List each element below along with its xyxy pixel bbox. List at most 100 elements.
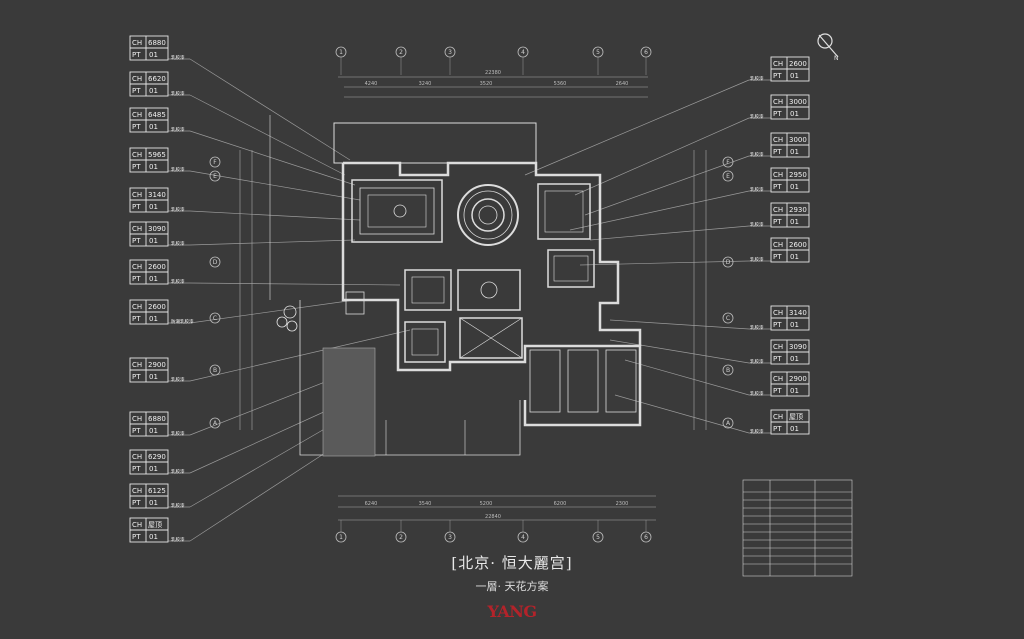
finish-note: 乳胶漆 [750,256,764,263]
ceiling-height: 3140 [148,191,166,199]
paint-code: 01 [790,183,799,191]
paint-code: 01 [790,148,799,156]
axis-label: 1 [339,49,343,56]
paint-code: 01 [149,163,158,171]
ceiling-height: 6125 [148,487,166,495]
paint-label: PT [132,465,141,473]
finish-note: 乳胶漆 [171,90,185,97]
axis-label: A [213,420,218,427]
ceiling-label: CH [132,361,142,369]
ceiling-height: 2600 [789,60,807,68]
ceiling-label: CH [132,39,142,47]
ceiling-height: 屋顶 [789,413,803,421]
paint-code: 01 [790,253,799,261]
dimension-value: 2640 [616,81,629,87]
ceiling-height: 6880 [148,39,166,47]
paint-label: PT [132,51,141,59]
ceiling-label: CH [773,206,783,214]
paint-code: 01 [149,373,158,381]
dimension-value: 2300 [616,501,629,507]
axis-label: F [213,159,217,166]
finish-note: 乳胶漆 [171,468,185,475]
paint-label: PT [773,72,782,80]
paint-code: 01 [790,355,799,363]
ceiling-height: 6485 [148,111,166,119]
ceiling-height: 3000 [789,98,807,106]
ceiling-tag: CH PT 2950 01 乳胶漆 [750,167,810,193]
paint-label: PT [132,533,141,541]
paint-code: 01 [790,387,799,395]
paint-code: 01 [149,123,158,131]
axis-label: B [726,367,730,374]
paint-code: 01 [149,315,158,323]
ceiling-label: CH [132,151,142,159]
finish-note: 乳胶漆 [750,358,764,365]
ceiling-height: 2900 [148,361,166,369]
finish-note: 乳胶漆 [171,430,185,437]
finish-note: 乳胶漆 [750,221,764,228]
ceiling-height: 2950 [789,171,807,179]
finish-note: 乳胶漆 [750,151,764,158]
ceiling-label: CH [773,98,783,106]
finish-note: 乳胶漆 [750,113,764,120]
ceiling-height: 3140 [789,309,807,317]
dimension-value: 3520 [480,81,493,87]
paint-label: PT [773,183,782,191]
finish-note: 乳胶漆 [171,126,185,133]
finish-note: 乳胶漆 [750,186,764,193]
paint-label: PT [132,499,141,507]
ceiling-label: CH [132,263,142,271]
ceiling-label: CH [132,415,142,423]
paint-code: 01 [790,425,799,433]
finish-note: 乳胶漆 [171,278,185,285]
paint-label: PT [773,387,782,395]
terrace-area [322,347,376,457]
paint-label: PT [132,163,141,171]
axis-label: C [213,315,217,322]
tree-icons [276,305,298,332]
axis-label: 5 [596,49,600,56]
finish-note: 乳胶漆 [171,166,185,173]
ceiling-label: CH [773,136,783,144]
ceiling-height: 2600 [789,241,807,249]
dimension-value: 5200 [480,501,493,507]
ceiling-label: CH [773,375,783,383]
finish-note: 防潮乳胶漆 [171,318,194,325]
ceiling-label: CH [132,191,142,199]
paint-code: 01 [149,499,158,507]
north-arrow-icon: N [817,33,839,62]
finish-note: 乳胶漆 [171,240,185,247]
ceiling-label: CH [773,309,783,317]
axis-label: D [726,259,731,266]
legend-table [742,479,853,577]
finish-note: 乳胶漆 [171,54,185,61]
axis-label: F [726,159,730,166]
dimension-value: 5360 [554,81,567,87]
axis-label: 6 [644,534,648,541]
axis-label: E [726,173,730,180]
paint-code: 01 [149,87,158,95]
axis-label: 2 [399,49,403,56]
dimension-lines [239,76,707,521]
finish-note: 乳胶漆 [750,75,764,82]
dimension-total: 22380 [485,70,501,76]
ceiling-height: 2600 [148,263,166,271]
paint-label: PT [773,321,782,329]
finish-note: 乳胶漆 [750,428,764,435]
ceiling-label: CH [773,171,783,179]
